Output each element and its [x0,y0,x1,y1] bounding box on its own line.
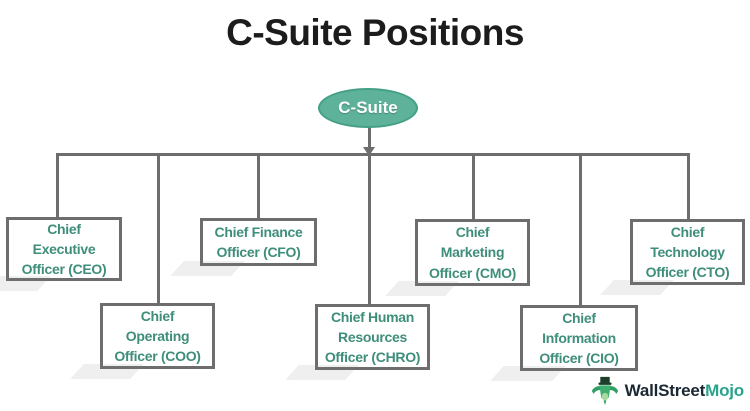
position-label-chro: Chief Human Resources Officer (CHRO) [324,308,421,366]
logo-text-primary: WallStreet [624,381,706,400]
root-node-c-suite: C-Suite [318,88,418,128]
position-box-ceo: Chief Executive Officer (CEO) [6,217,122,281]
position-box-cto: Chief Technology Officer (CTO) [630,219,745,285]
position-label-coo: Chief Operating Officer (COO) [114,307,201,365]
connector-drop-cto [687,153,690,219]
position-label-cmo: Chief Marketing Officer (CMO) [428,224,517,281]
connector-drop-ceo [56,153,59,217]
position-label-cto: Chief Technology Officer (CTO) [645,223,730,281]
position-label-cfo: Chief Finance Officer (CFO) [214,223,303,260]
position-box-chro: Chief Human Resources Officer (CHRO) [315,304,430,370]
wallstreetmojo-bull-icon [591,376,618,406]
position-box-coo: Chief Operating Officer (COO) [100,303,215,369]
connector-drop-cfo [257,153,260,218]
root-node-label: C-Suite [338,98,398,117]
position-box-cio: Chief Information Officer (CIO) [520,305,638,371]
wallstreetmojo-wordmark: WallStreetMojo [624,381,745,401]
position-box-cmo: Chief Marketing Officer (CMO) [415,219,530,286]
page-title: C-Suite Positions [226,12,524,53]
connector-drop-coo [157,153,160,304]
connector-center-vertical [368,126,371,304]
arrow-down-icon [363,147,375,156]
position-box-cfo: Chief Finance Officer (CFO) [200,218,317,266]
logo-text-secondary: Mojo [705,381,744,400]
position-label-ceo: Chief Executive Officer (CEO) [21,220,107,278]
position-label-cio: Chief Information Officer (CIO) [539,309,619,367]
wallstreetmojo-logo: WallStreetMojo [589,375,744,407]
connector-drop-cio [579,153,582,305]
connector-drop-cmo [472,153,475,219]
